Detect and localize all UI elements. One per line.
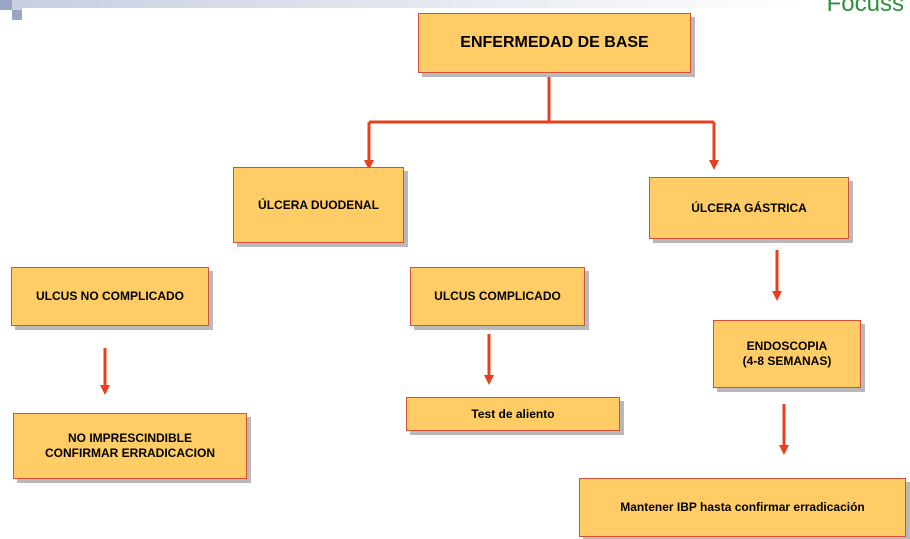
node-no-imprescindible-line1: NO IMPRESCINDIBLE — [67, 431, 192, 445]
node-ulcus-no-complicado-label: ULCUS NO COMPLICADO — [36, 289, 184, 303]
node-ulcus-no-complicado: ULCUS NO COMPLICADO — [11, 267, 209, 326]
header-gradient-band — [22, 0, 802, 8]
node-ulcera-duodenal-label: ÚLCERA DUODENAL — [258, 197, 379, 212]
node-ulcera-duodenal: ÚLCERA DUODENAL — [233, 167, 404, 243]
node-endoscopia-line1: ENDOSCOPIA — [746, 339, 828, 353]
node-enfermedad-de-base: ENFERMEDAD DE BASE — [418, 13, 691, 73]
node-mantener-ibp: Mantener IBP hasta confirmar erradicació… — [579, 478, 906, 537]
corner-square-dark-2 — [12, 10, 22, 20]
node-test-de-aliento: Test de aliento — [406, 397, 620, 431]
node-ulcera-gastrica: ÚLCERA GÁSTRICA — [649, 177, 849, 239]
node-endoscopia-line2: (4-8 SEMANAS) — [742, 354, 832, 368]
node-no-imprescindible-line2: CONFIRMAR ERRADICACION — [45, 446, 215, 460]
node-endoscopia: ENDOSCOPIA (4-8 SEMANAS) — [713, 320, 861, 388]
corner-square-light — [12, 0, 22, 10]
node-enfermedad-de-base-label: ENFERMEDAD DE BASE — [460, 34, 649, 51]
brand-logo: Focuss — [826, 0, 904, 17]
node-test-de-aliento-label: Test de aliento — [471, 406, 555, 421]
node-ulcera-gastrica-label: ÚLCERA GÁSTRICA — [691, 200, 807, 215]
node-no-imprescindible: NO IMPRESCINDIBLE CONFIRMAR ERRADICACION — [13, 413, 247, 479]
node-mantener-ibp-label: Mantener IBP hasta confirmar erradicació… — [620, 500, 865, 514]
corner-square-dark — [0, 0, 12, 10]
node-ulcus-complicado-label: ULCUS COMPLICADO — [434, 289, 561, 303]
node-ulcus-complicado: ULCUS COMPLICADO — [410, 267, 585, 326]
